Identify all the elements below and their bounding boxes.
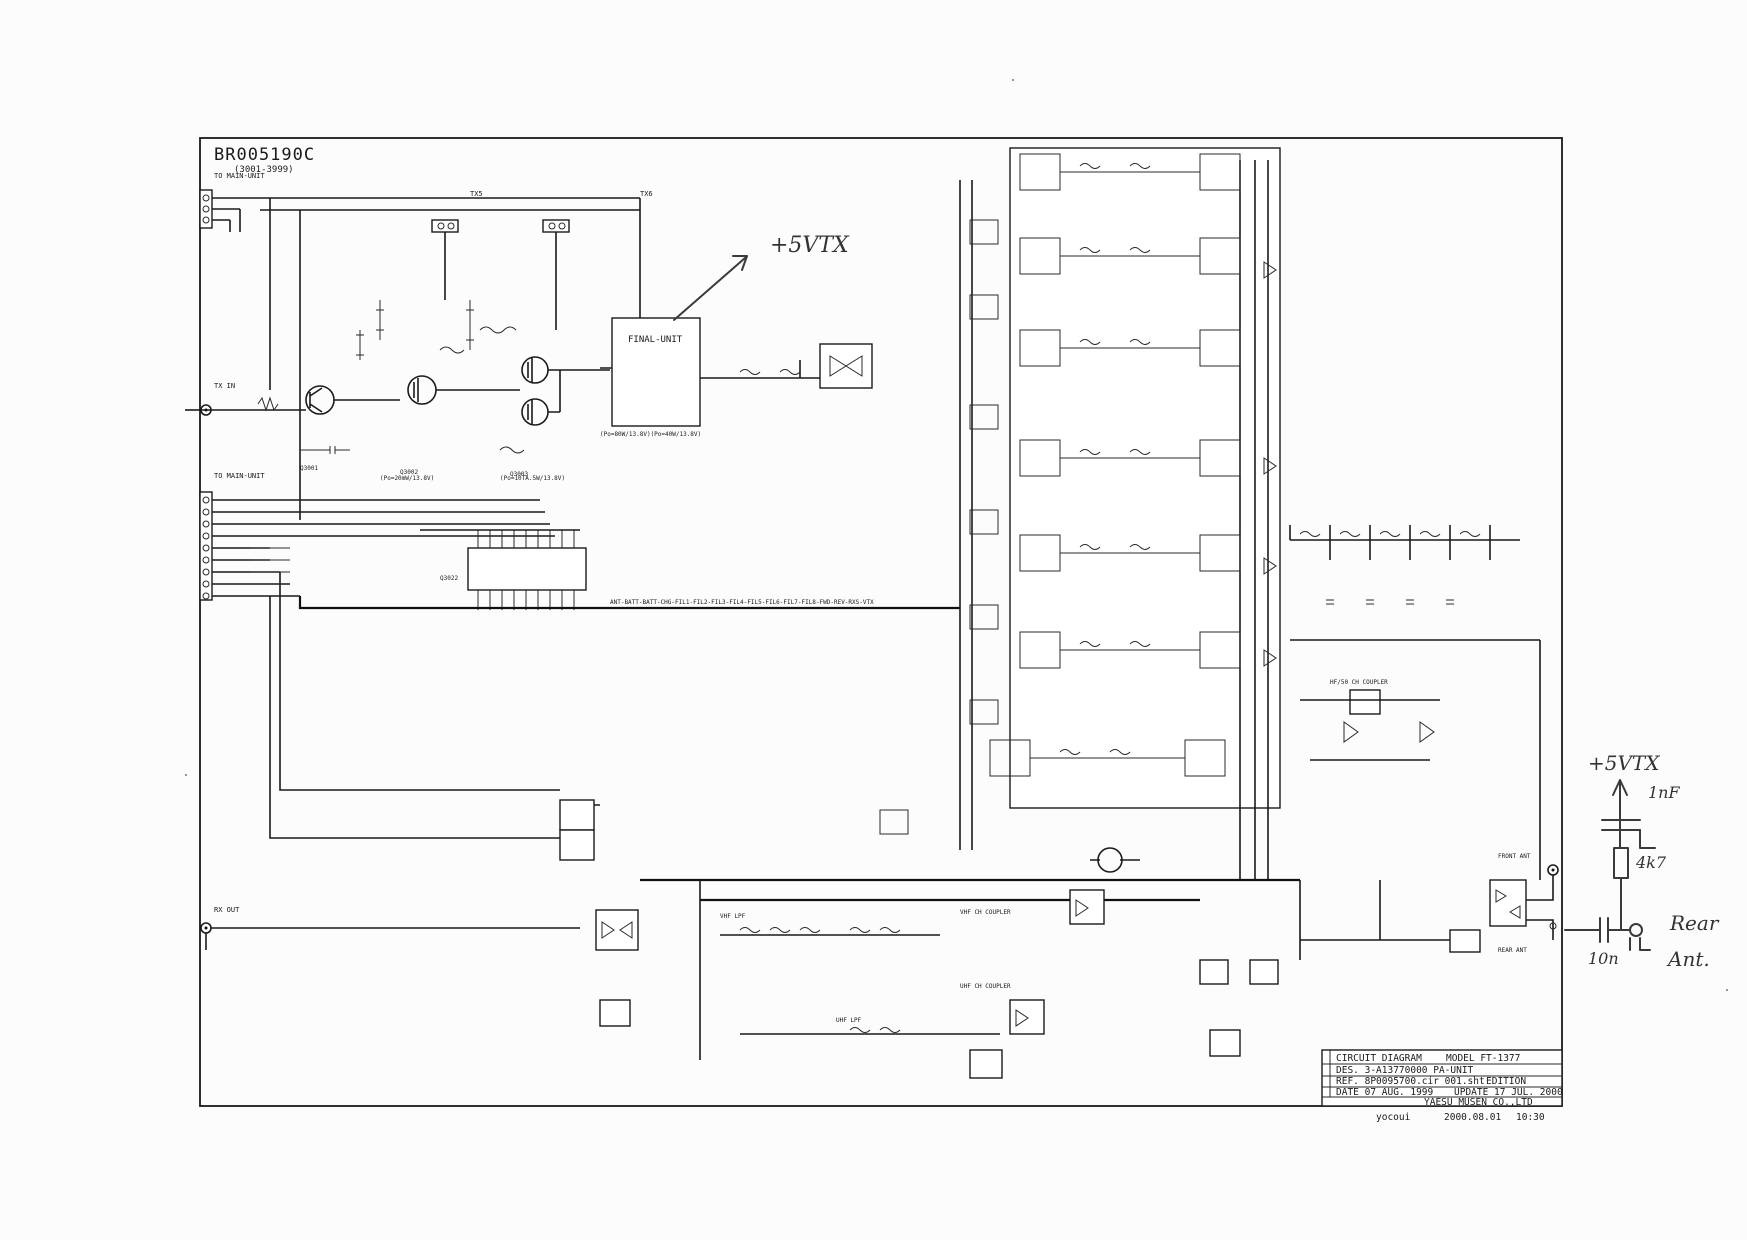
tx-in-connector: TX IN <box>185 382 235 416</box>
title-block: CIRCUIT DIAGRAM MODEL FT-1377 DES. 3-A13… <box>1321 1049 1563 1123</box>
main-unit-connector-mid: TO MAIN-UNIT <box>199 472 555 601</box>
handwritten-1nf: 1nF <box>1648 783 1680 802</box>
vhf-uhf-section: VHF LPF VHF CH COUPLER UHF LPF UHF CH CO… <box>640 847 1301 1079</box>
handwritten-modification: +5VTX 1nF 4k7 10n Rear Ant. <box>1564 751 1720 971</box>
handwritten-5vtx-right: +5VTX <box>1588 751 1660 775</box>
title-date: DATE 07 AUG. 1999 <box>1336 1087 1434 1098</box>
handwritten-5vtx-top: +5VTX <box>673 233 850 321</box>
svg-text:+5VTX: +5VTX <box>770 233 850 258</box>
serial-range: (3001-3999) <box>234 165 294 175</box>
svg-text:FINAL-UNIT: FINAL-UNIT <box>628 335 683 345</box>
title-ref: REF. 8P0095700.cir 001.sht <box>1336 1076 1485 1087</box>
main-unit-connector-top: TO MAIN-UNIT <box>199 172 265 232</box>
svg-text:VHF CH COUPLER: VHF CH COUPLER <box>960 909 1011 916</box>
svg-text:Q3022: Q3022 <box>440 575 458 582</box>
svg-text:(Po=20mW/13.8V): (Po=20mW/13.8V) <box>380 475 434 482</box>
svg-text:UHF CH COUPLER: UHF CH COUPLER <box>960 983 1011 990</box>
svg-text:TO MAIN-UNIT: TO MAIN-UNIT <box>214 472 265 480</box>
svg-text:TX5: TX5 <box>470 190 483 198</box>
svg-text:Q3002: Q3002 <box>400 469 418 476</box>
driver-stage: Q3001 Q3002 Q3003 (Po=20mW/13.8V) (Po=10… <box>200 219 610 482</box>
title-des: DES. 3-A13770000 PA-UNIT <box>1336 1065 1474 1076</box>
handwritten-10n: 10n <box>1588 949 1619 968</box>
svg-text:VHF LPF: VHF LPF <box>720 913 746 920</box>
final-unit-block: FINAL-UNIT (Po=80W/13.8V)(Po=40W/13.8V) <box>600 317 720 438</box>
antenna-switch-section: FRONT ANT REAR ANT <box>1300 853 1559 954</box>
drawing-frame <box>199 137 1563 1107</box>
svg-text:(Po=10TA.5W/13.8V): (Po=10TA.5W/13.8V) <box>500 475 565 482</box>
bus-label: ANT-BATT-BATT-CHG-FIL1-FIL2-FIL3-FIL4-FI… <box>610 599 874 606</box>
svg-text:RX OUT: RX OUT <box>214 906 240 914</box>
title-company: YAESU MUSEN CO.,LTD <box>1424 1097 1533 1108</box>
hf-coupler-section: HF/50 CH COUPLER <box>1289 525 1541 880</box>
svg-text:UHF LPF: UHF LPF <box>836 1017 862 1024</box>
filter-bank <box>879 147 1281 880</box>
title-circuit-diagram: CIRCUIT DIAGRAM <box>1336 1053 1422 1064</box>
bus-ic: Q3022 <box>420 529 587 610</box>
svg-text:TO MAIN-UNIT: TO MAIN-UNIT <box>214 172 265 180</box>
svg-text:REAR ANT: REAR ANT <box>1498 947 1527 954</box>
rx-out-connector: RX OUT <box>200 906 580 950</box>
svg-text:TX IN: TX IN <box>214 382 235 390</box>
svg-text:HF/50 CH COUPLER: HF/50 CH COUPLER <box>1330 679 1388 686</box>
drawing-number: BR005190C <box>214 145 315 165</box>
footer-date: 2000.08.01 <box>1444 1112 1501 1123</box>
handwritten-ant: Ant. <box>1666 947 1710 971</box>
footer-user: yocoui <box>1376 1112 1411 1123</box>
svg-text:Q3001: Q3001 <box>300 465 318 472</box>
footer-time: 10:30 <box>1516 1112 1545 1123</box>
handwritten-rear: Rear <box>1669 911 1720 935</box>
svg-text:FRONT ANT: FRONT ANT <box>1498 853 1531 860</box>
title-update: UPDATE 17 JUL. 2000 <box>1454 1087 1563 1098</box>
title-model: MODEL FT-1377 <box>1446 1053 1520 1064</box>
handwritten-4k7: 4k7 <box>1635 853 1667 872</box>
title-edition: EDITION <box>1486 1076 1526 1087</box>
svg-text:TX6: TX6 <box>640 190 653 198</box>
svg-text:(Po=80W/13.8V)(Po=40W/13.8V): (Po=80W/13.8V)(Po=40W/13.8V) <box>600 431 701 438</box>
svg-text:Q3003: Q3003 <box>510 471 528 478</box>
